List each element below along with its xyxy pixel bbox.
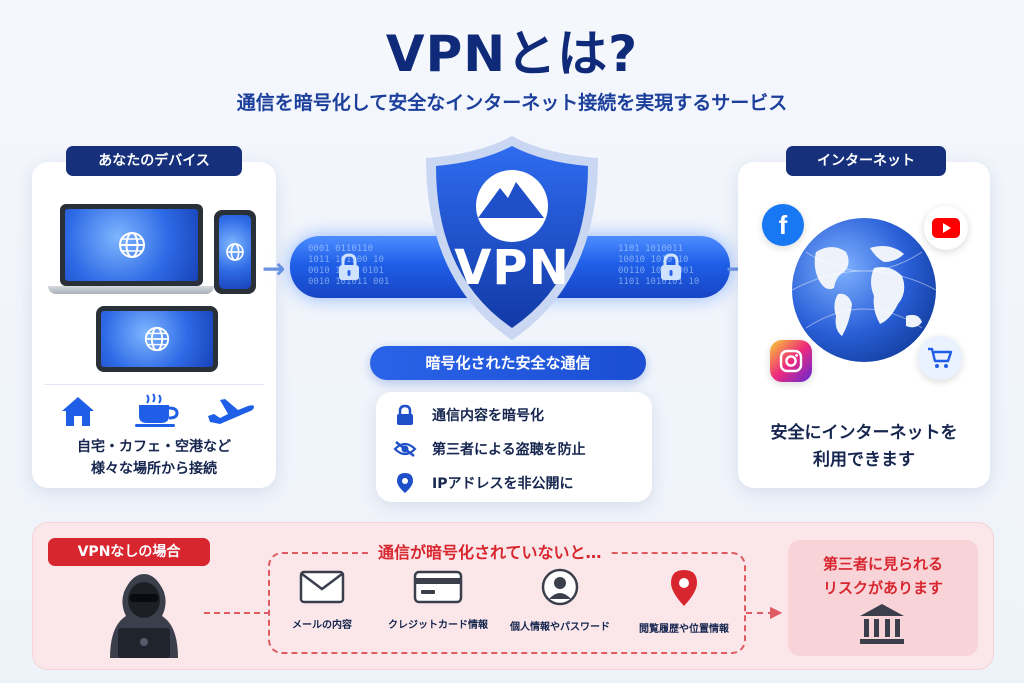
devices-places-text: 自宅・カフェ・空港など 様々な場所から接続	[77, 439, 231, 477]
page-subtitle: 通信を暗号化して安全なインターネット接続を実現するサービス	[236, 92, 788, 114]
location-pin-icon	[397, 473, 413, 493]
risk-warning-text: 第三者に見られる リスクがあります	[822, 555, 943, 597]
feature-encrypt: 通信内容を暗号化	[390, 398, 638, 432]
smartphone-icon	[214, 210, 256, 294]
mail-icon	[299, 570, 345, 604]
eye-slash-icon	[393, 441, 417, 457]
shield-label: VPN	[454, 240, 570, 296]
internet-label: インターネット	[786, 146, 946, 176]
coffee-cup-icon	[135, 393, 179, 427]
risk-item-history-location: 閲覧履歴や位置情報	[628, 568, 740, 635]
facebook-icon: f	[762, 204, 804, 246]
feature-hide-ip: IPアドレスを非公開に	[390, 466, 638, 500]
lock-icon	[339, 253, 359, 280]
hacker-icon	[110, 574, 178, 658]
earth-globe-icon	[791, 218, 937, 362]
page-title: VPNとは?	[385, 25, 639, 83]
risk-item-credit-card: クレジットカード情報	[382, 570, 494, 631]
instagram-icon	[770, 340, 812, 382]
laptop-icon	[60, 204, 203, 286]
unencrypted-warning: 通信が暗号化されていないと…	[370, 539, 610, 563]
bank-building-icon	[860, 604, 904, 644]
internet-safe-text: 安全にインターネットを 利用できます	[770, 423, 958, 470]
risk-item-mail: メールの内容	[274, 570, 370, 631]
secure-communication-label: 暗号化された安全な通信	[370, 346, 646, 380]
lock-icon	[661, 253, 681, 280]
arrow-right-icon: →	[262, 252, 286, 285]
risk-warning-box	[788, 540, 978, 656]
lock-icon	[397, 404, 413, 425]
house-icon	[62, 397, 94, 426]
risk-item-personal-info: 個人情報やパスワード	[504, 568, 616, 633]
arrow-right-icon: ▶	[770, 602, 783, 621]
tablet-icon	[96, 306, 218, 372]
globe-icon	[144, 326, 170, 352]
no-vpn-label: VPNなしの場合	[48, 538, 210, 566]
vpn-shield-icon	[426, 136, 598, 340]
globe-icon	[118, 232, 145, 258]
globe-icon	[226, 243, 244, 261]
person-icon	[541, 568, 579, 606]
features-panel: 通信内容を暗号化 第三者による盗聴を防止 IPアドレスを非公開に	[376, 392, 652, 502]
feature-prevent-eavesdrop: 第三者による盗聴を防止	[390, 432, 638, 466]
map-pin-icon	[671, 570, 697, 606]
youtube-icon	[924, 206, 968, 250]
airplane-icon	[208, 399, 254, 424]
shopping-cart-icon	[918, 336, 962, 380]
devices-label: あなたのデバイス	[66, 146, 242, 176]
credit-card-icon	[413, 570, 463, 604]
